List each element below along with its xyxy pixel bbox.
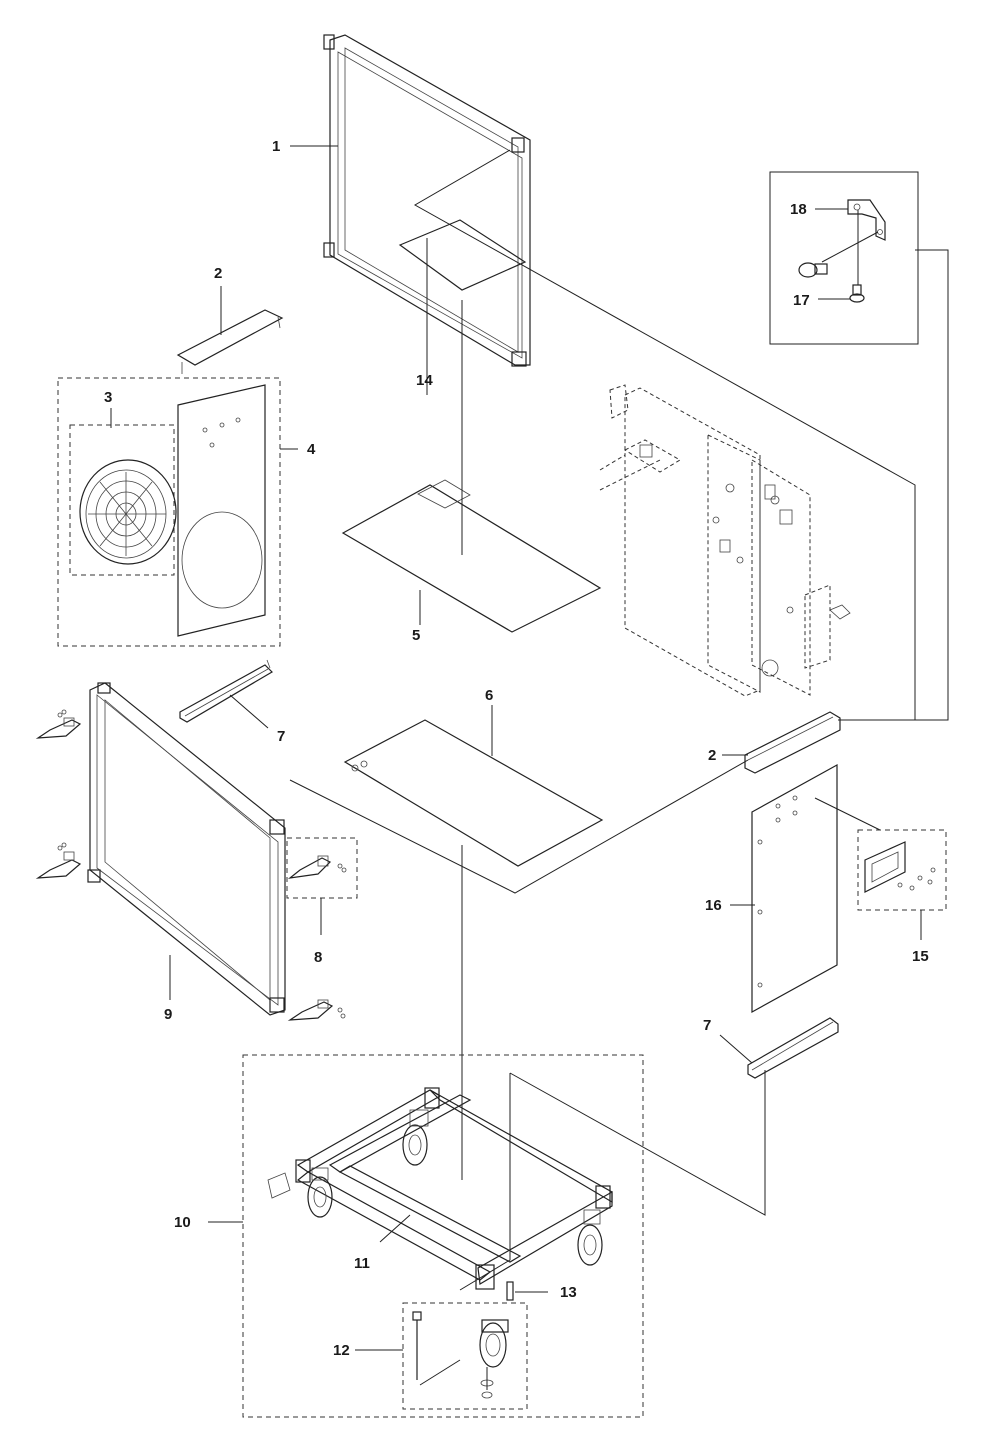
assembly-line-bottom-b (509, 1070, 766, 1216)
callout-7-left: 7 (277, 728, 285, 745)
part-14-label-sheet (398, 219, 527, 291)
part-15-handle (864, 841, 936, 893)
callout-5: 5 (412, 627, 420, 644)
latch-upper-left (35, 709, 82, 739)
part-13-bolt (506, 1281, 514, 1301)
group-box-8 (286, 837, 358, 899)
callout-13: 13 (560, 1284, 577, 1301)
callout-14: 14 (416, 372, 433, 389)
group-box-3 (69, 424, 175, 576)
callout-7-right: 7 (703, 1017, 711, 1034)
part-1-rear-frame (323, 34, 531, 367)
screw-part-17 (798, 262, 865, 303)
latch-lower-right (287, 999, 346, 1021)
callout-12: 12 (333, 1342, 350, 1359)
latch-lower-left (35, 842, 82, 879)
part-11-cart-frame (267, 1087, 613, 1290)
leader-7b (719, 1034, 753, 1064)
group-box-12 (402, 1302, 528, 1410)
callout-2-right: 2 (708, 747, 716, 764)
part-8-latch (287, 855, 347, 879)
part-3-fan (79, 459, 177, 565)
part-7-rail-right (747, 1017, 839, 1079)
leader-7a (229, 694, 269, 729)
callout-2-top: 2 (214, 265, 222, 282)
callout-11: 11 (354, 1255, 370, 1272)
callout-1: 1 (272, 138, 280, 155)
callout-18: 18 (790, 201, 807, 218)
assembly-line-mid (289, 759, 749, 894)
group-box-10 (242, 1054, 644, 1418)
callout-6: 6 (485, 687, 493, 704)
callout-15: 15 (912, 948, 929, 965)
part-9-front-frame (87, 682, 286, 1016)
group-box-4 (57, 377, 281, 647)
callout-10: 10 (174, 1214, 191, 1231)
callout-4: 4 (307, 441, 316, 458)
part-6-base-plate (343, 719, 604, 1180)
part-2-side-rail (744, 711, 841, 774)
part-16-side-panel (751, 763, 881, 1014)
part-2-top-rail (176, 309, 284, 374)
part-7-bracket-left (179, 659, 273, 723)
part-12-caster (412, 1311, 509, 1399)
callout-9: 9 (164, 1006, 172, 1023)
callout-3: 3 (104, 389, 112, 406)
part-5-top-cover (341, 300, 602, 633)
inset-box-17-18 (769, 171, 919, 345)
callout-8: 8 (314, 949, 322, 966)
caster-wheels (307, 1109, 603, 1266)
leader-11 (379, 1214, 411, 1243)
electronics-assembly (599, 384, 851, 697)
group-box-15 (857, 829, 947, 911)
callout-17: 17 (793, 292, 810, 309)
assembly-line-top (413, 149, 916, 721)
bracket-part-18 (821, 199, 886, 285)
assembly-line-right (838, 249, 949, 721)
callout-16: 16 (705, 897, 722, 914)
part-4-fan-panel (177, 384, 266, 637)
